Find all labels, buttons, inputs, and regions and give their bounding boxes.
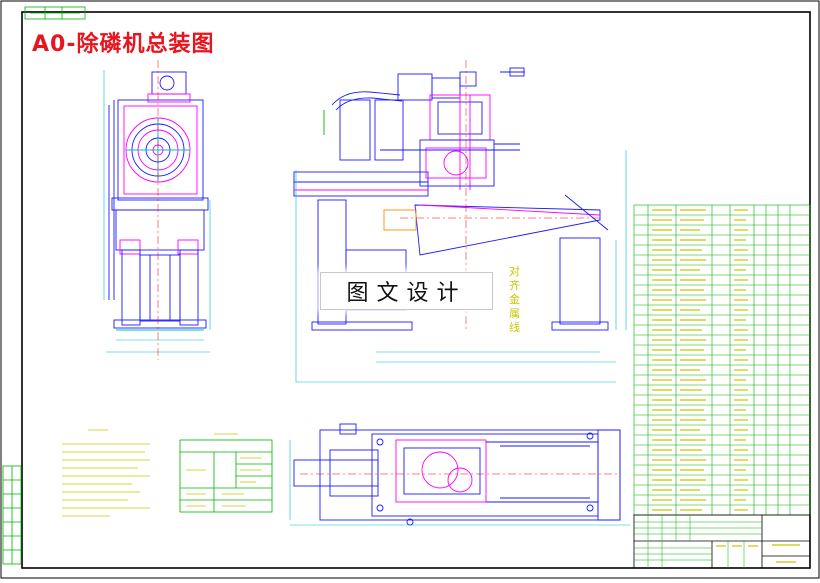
parts-list-rows xyxy=(634,214,810,506)
top-left-stamp xyxy=(24,6,86,20)
title-block xyxy=(633,514,811,569)
alignment-note: 对齐金属线 xyxy=(509,265,520,334)
title-block-text xyxy=(716,544,800,563)
technical-notes xyxy=(62,429,150,517)
technical-data-text xyxy=(186,433,262,507)
left-elevation-view xyxy=(103,60,211,360)
parts-list-text xyxy=(652,209,748,511)
drawing-title: A0-除磷机总装图 xyxy=(32,32,215,57)
plan-view xyxy=(289,423,630,526)
title-block-grid xyxy=(634,515,762,568)
watermark-box: 图文设计 xyxy=(320,272,493,310)
left-side-stamp xyxy=(2,465,22,565)
watermark-text: 图文设计 xyxy=(346,281,467,306)
front-elevation-view xyxy=(293,60,627,383)
technical-data-table xyxy=(179,439,273,513)
